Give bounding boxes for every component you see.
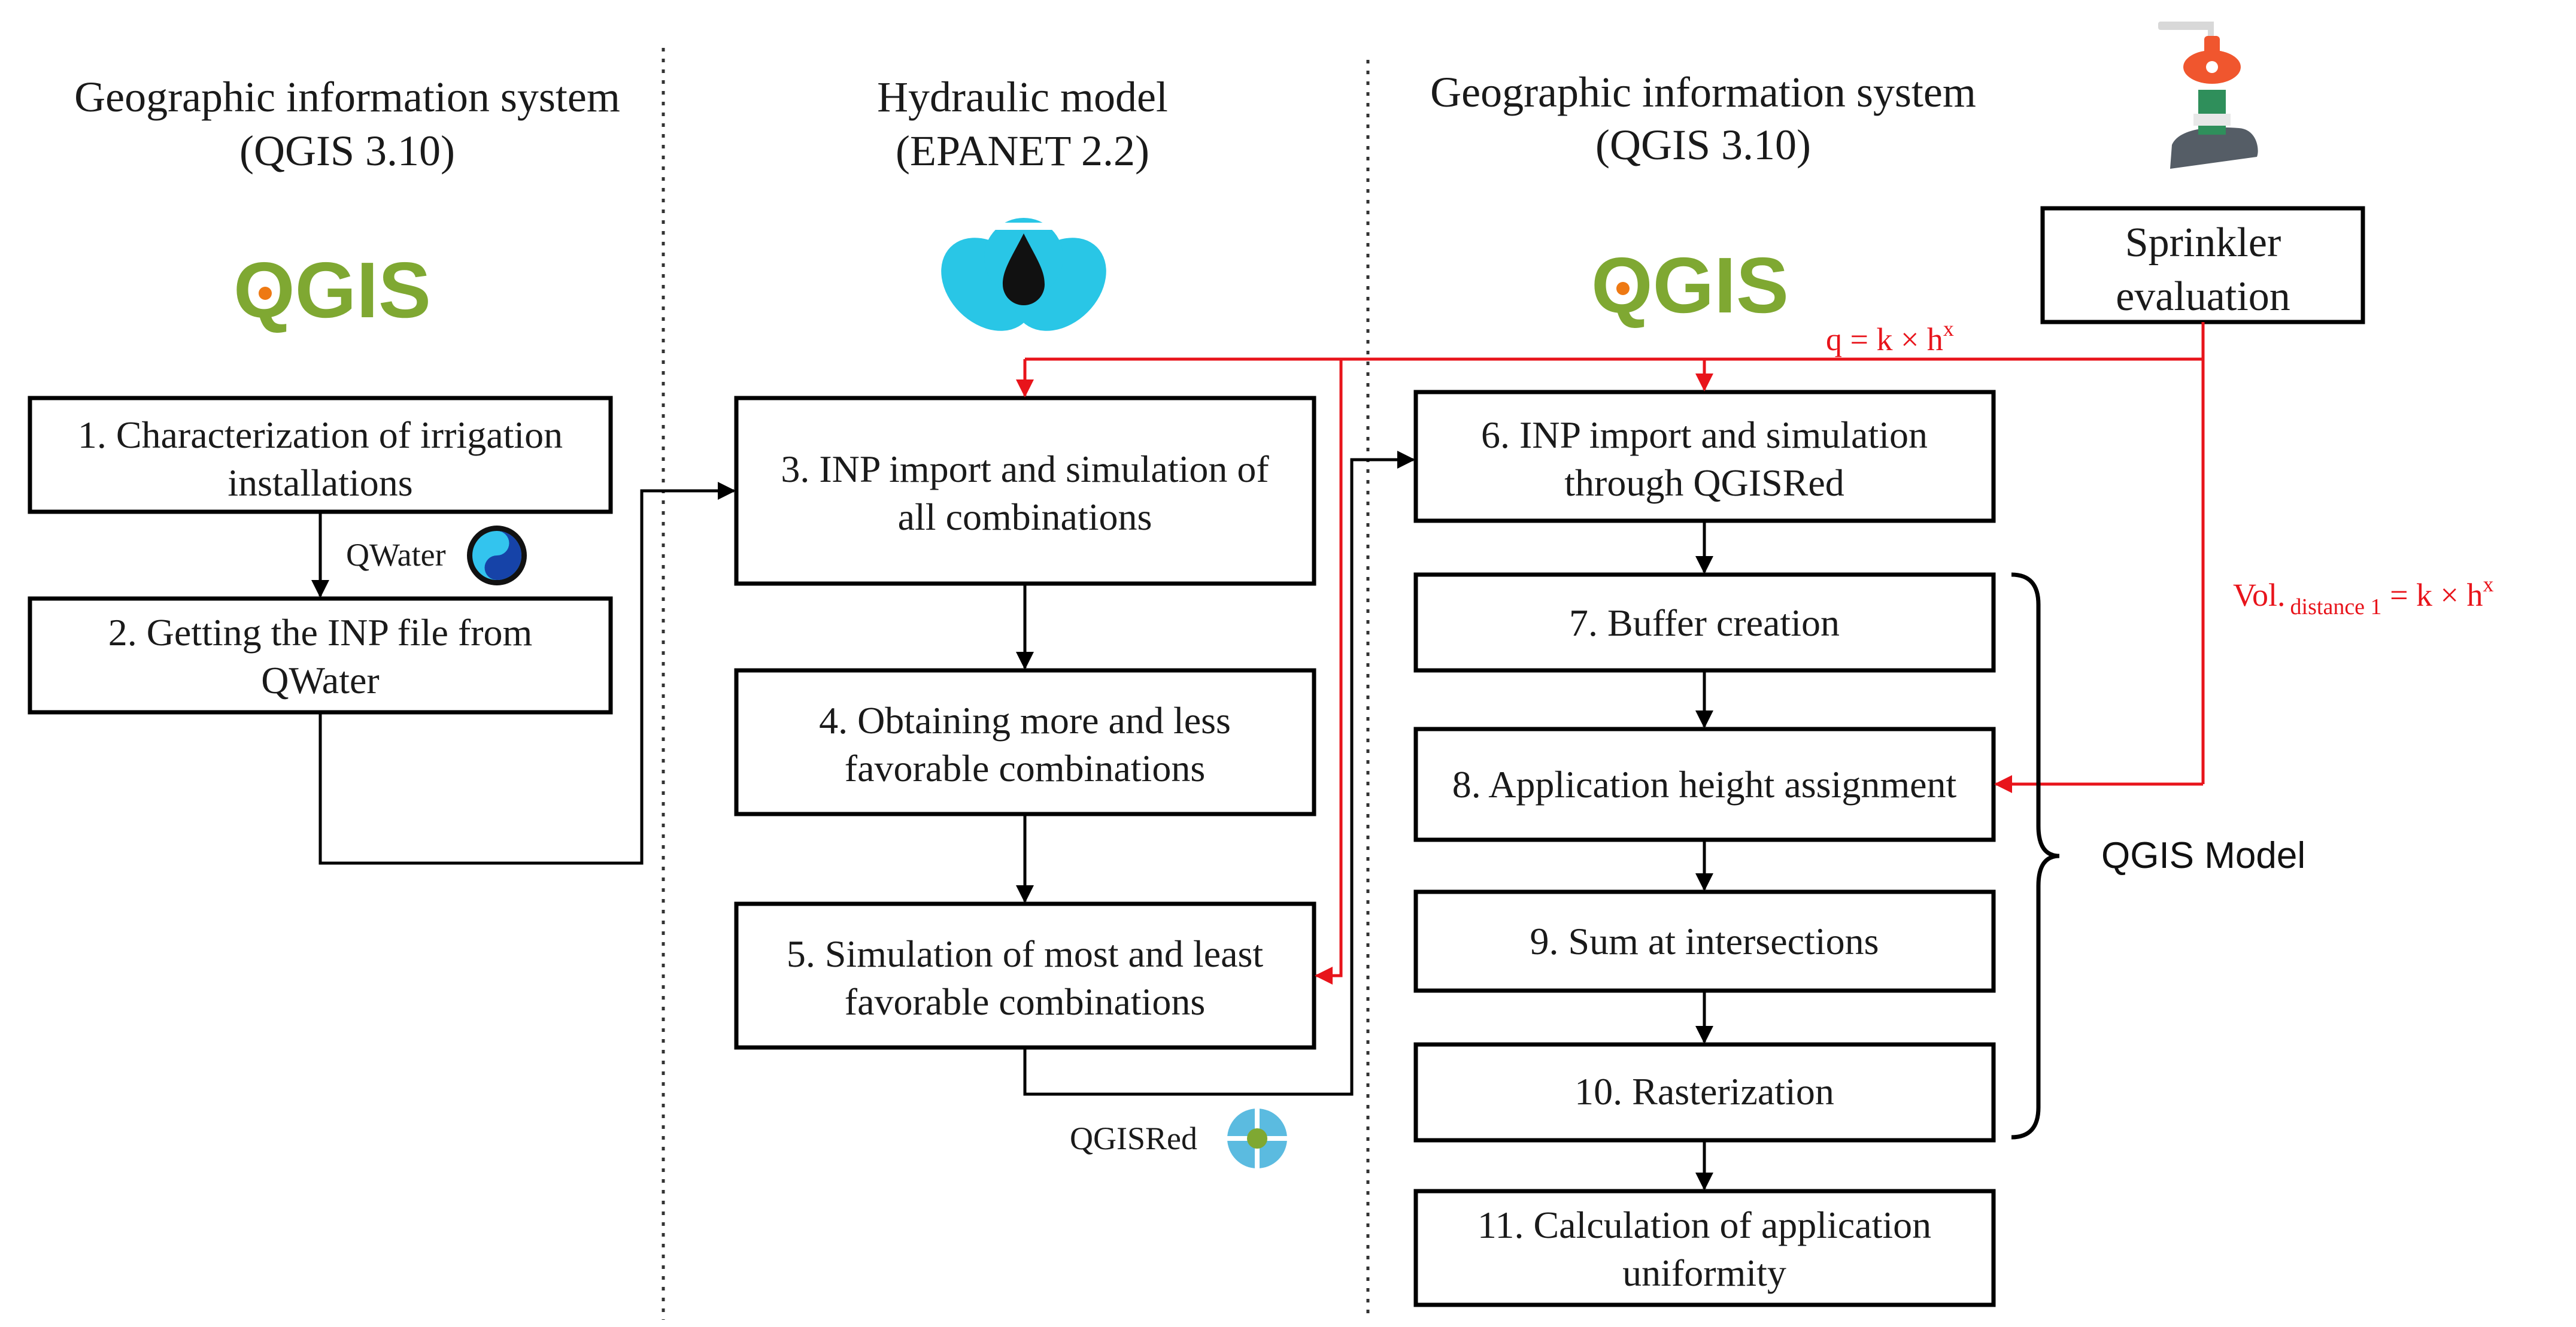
volume-formula-sub: distance 1 xyxy=(2290,594,2382,620)
step-3-text-line2: all combinations xyxy=(898,496,1152,538)
step-11-box xyxy=(1413,1189,1996,1307)
step-7-text: 7. Buffer creation xyxy=(1569,602,1840,644)
col1-title-line1: Geographic information system xyxy=(74,73,620,121)
col3-title-line2: (QGIS 3.10) xyxy=(1595,121,1811,169)
sprinkler-evaluation-box xyxy=(2040,206,2365,324)
step-8-box xyxy=(1413,727,1996,842)
qgis-logo-dot-icon xyxy=(1616,282,1630,295)
arrow-5-to-6 xyxy=(1023,451,1415,1096)
sprinkler-image xyxy=(2158,22,2258,169)
flow-formula-sup: x xyxy=(1943,317,1954,341)
qgis-model-brace xyxy=(2011,572,2060,1140)
step-7-box xyxy=(1413,572,1996,673)
step-9-text: 9. Sum at intersections xyxy=(1530,920,1879,962)
flow-formula: q = k × hx xyxy=(1826,317,1954,357)
step-2-text-line1: 2. Getting the INP file from xyxy=(108,611,533,654)
col2-title-line1: Hydraulic model xyxy=(877,73,1168,121)
step-9-box xyxy=(1413,889,1996,993)
step-11-text-line1: 11. Calculation of application xyxy=(1477,1204,1931,1246)
step-3-text-line1: 3. INP import and simulation of xyxy=(781,448,1269,490)
col1-title-line2: (QGIS 3.10) xyxy=(239,127,455,175)
step-2-text-line2: QWater xyxy=(261,659,379,702)
step-5-box xyxy=(734,901,1316,1050)
sprinkler-text-line1: Sprinkler xyxy=(2125,220,2281,266)
step-3-box xyxy=(734,396,1316,586)
flow-formula-base: q = k × h xyxy=(1826,321,1943,357)
step-11-text-line2: uniformity xyxy=(1622,1252,1786,1294)
step-6-box xyxy=(1413,390,1996,523)
col2-title-line2: (EPANET 2.2) xyxy=(896,127,1149,175)
step-8-text: 8. Application height assignment xyxy=(1452,763,1957,806)
col3-title-line1: Geographic information system xyxy=(1430,68,1976,116)
qwater-icon xyxy=(467,526,527,585)
step-1-text-line1: 1. Characterization of irrigation xyxy=(78,414,563,456)
volume-formula-prefix: Vol. xyxy=(2233,577,2286,613)
qgisred-label: QGISRed xyxy=(1070,1120,1197,1156)
qgis-logo-right: QGIS xyxy=(1591,241,1789,329)
qwater-label: QWater xyxy=(346,537,446,573)
red-arrow-to-step-5 xyxy=(1315,359,1343,985)
step-4-text-line1: 4. Obtaining more and less xyxy=(819,699,1231,742)
step-1-text-line2: installations xyxy=(227,461,412,504)
volume-formula-mid: = k × h xyxy=(2382,577,2483,613)
qgis-model-label: QGIS Model xyxy=(2101,835,2305,876)
step-10-text: 10. Rasterization xyxy=(1574,1070,1834,1113)
step-4-text-line2: favorable combinations xyxy=(845,747,1205,789)
qgis-logo-dot-icon xyxy=(259,287,272,300)
arrow-2-to-3 xyxy=(318,482,736,865)
volume-formula-sup: x xyxy=(2483,572,2493,596)
qgisred-icon xyxy=(1227,1109,1287,1168)
step-5-text-line1: 5. Simulation of most and least xyxy=(787,933,1264,975)
qgis-logo-left: QGIS xyxy=(233,246,431,334)
epanet-logo-icon xyxy=(941,218,1106,331)
step-5-text-line2: favorable combinations xyxy=(845,980,1205,1023)
volume-formula: Vol.distance 1 = k × hx xyxy=(2233,572,2493,620)
step-4-box xyxy=(734,668,1316,816)
step-6-text-line1: 6. INP import and simulation xyxy=(1481,414,1928,456)
step-6-text-line2: through QGISRed xyxy=(1564,461,1844,504)
sprinkler-text-line2: evaluation xyxy=(2116,274,2290,320)
